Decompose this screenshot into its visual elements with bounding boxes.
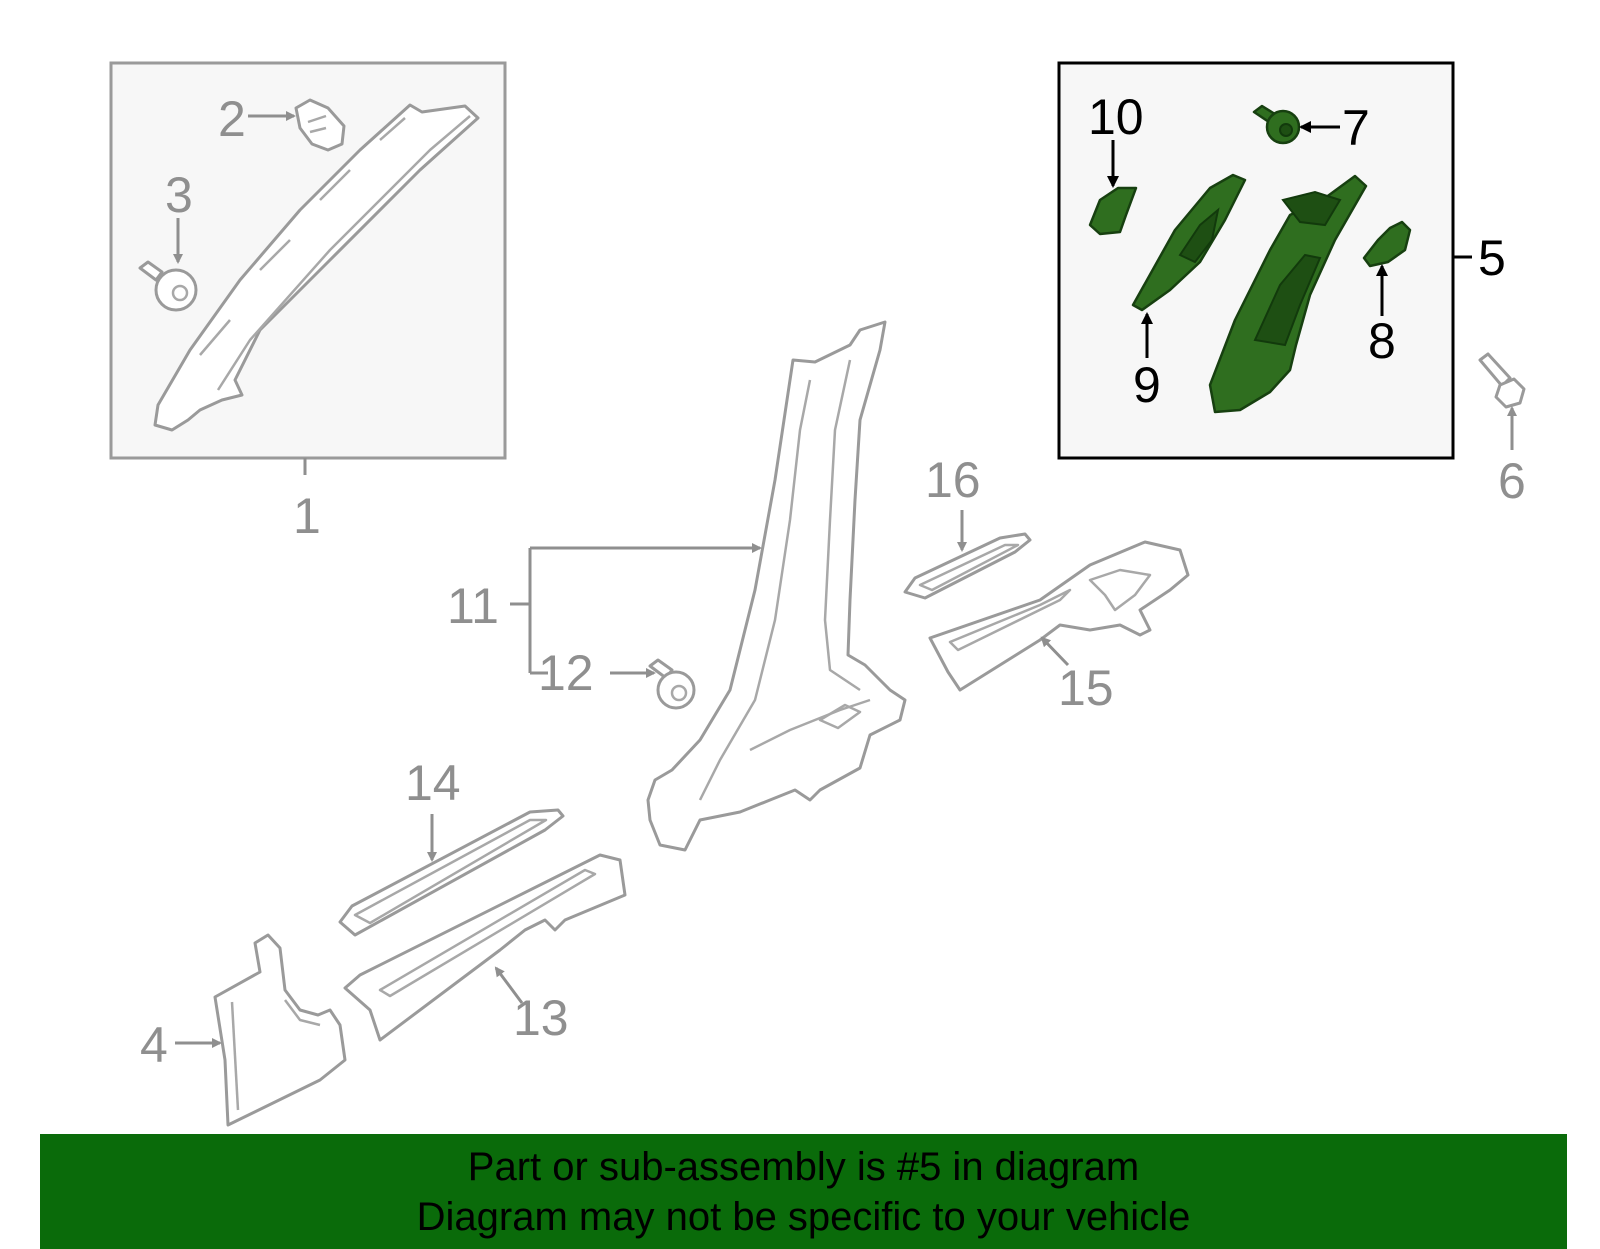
part-6-bolt[interactable] [1478,352,1526,409]
part-5-b-pillar-upper-trim[interactable] [1208,174,1368,414]
part-11-b-pillar-lower-trim[interactable] [646,320,907,852]
banner-line-1: Part or sub-assembly is #5 in diagram [467,1145,1140,1189]
part-15-scuff-plate[interactable] [928,540,1190,692]
part-1-a-pillar-trim[interactable] [153,103,480,432]
callout-16: 16 [925,452,981,508]
callout-9: 9 [1133,357,1161,413]
part-13-scuff-plate[interactable] [343,853,627,1042]
part-7-bolt[interactable] [1252,104,1301,145]
part-3-fastener[interactable] [138,260,198,312]
callout-4: 4 [140,1017,168,1073]
part-2-clip[interactable] [294,98,346,152]
part-12-fastener[interactable] [648,658,696,710]
callout-1: 1 [293,488,321,544]
callout-7: 7 [1342,100,1370,156]
callout-3: 3 [165,167,193,223]
part-4-kick-panel[interactable] [213,933,347,1127]
callout-10: 10 [1088,89,1144,145]
callout-13: 13 [513,990,569,1046]
info-banner: Part or sub-assembly is #5 in diagram Di… [40,1134,1567,1249]
callout-15: 15 [1058,660,1114,716]
leader-11-12 [510,543,762,675]
part-14-sill-plate[interactable] [338,808,565,937]
callout-2: 2 [218,91,246,147]
callout-14: 14 [405,755,461,811]
callout-11: 11 [447,578,499,634]
part-9-trim-panel[interactable] [1131,173,1247,312]
part-10-clip[interactable] [1088,186,1138,236]
part-16-sill-plate[interactable] [903,532,1032,600]
callout-8: 8 [1368,313,1396,369]
callout-5: 5 [1478,230,1506,286]
banner-line-2: Diagram may not be specific to your vehi… [416,1195,1191,1239]
callout-6: 6 [1498,453,1526,509]
callout-12: 12 [538,645,594,701]
